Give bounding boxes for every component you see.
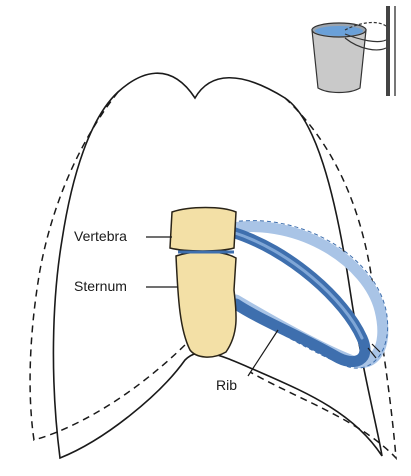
sternum-shape xyxy=(176,252,236,357)
bucket-handle-icon xyxy=(312,6,396,96)
vertebra-label: Vertebra xyxy=(74,228,127,244)
sternum-label: Sternum xyxy=(74,278,127,294)
rib-leader-line xyxy=(248,330,278,376)
vertebra-shape xyxy=(170,208,236,252)
rib-label: Rib xyxy=(216,377,237,393)
